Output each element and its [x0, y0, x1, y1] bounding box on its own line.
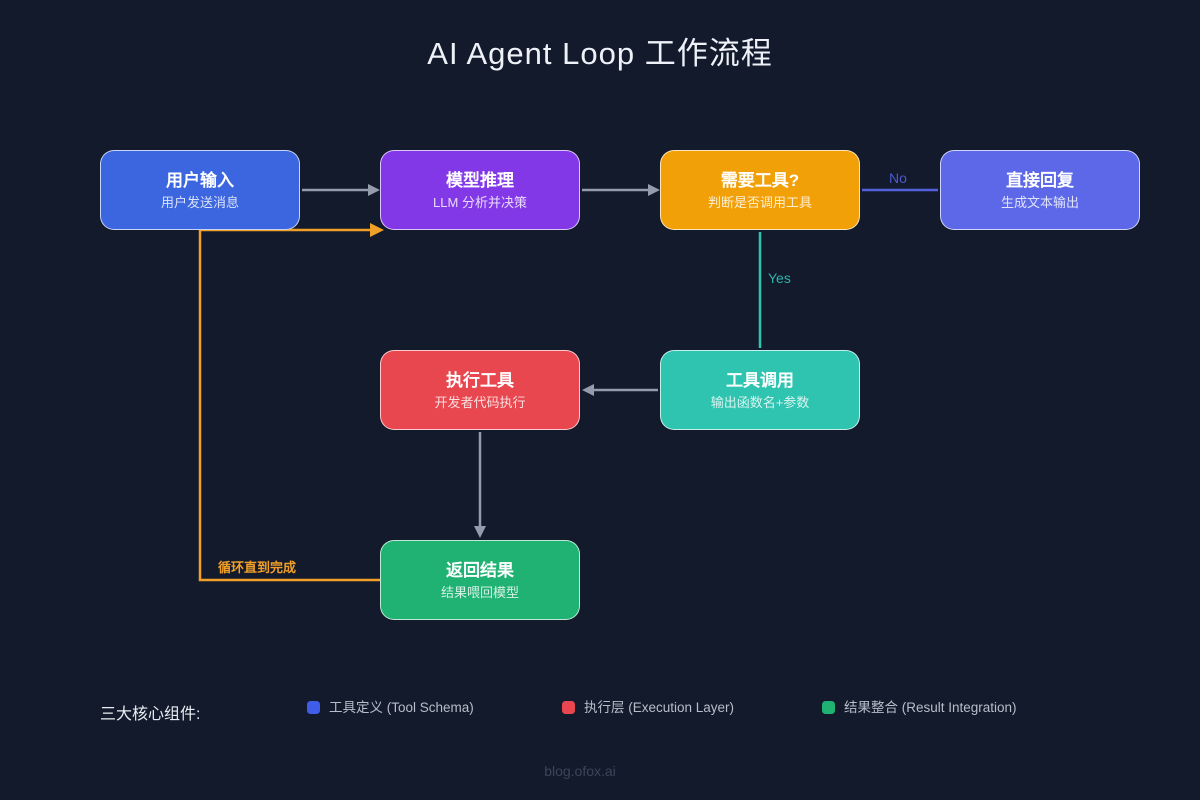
edge-tool-call-to-execute: [582, 384, 658, 396]
node-title: 直接回复: [1006, 170, 1074, 190]
node-title: 工具调用: [726, 370, 794, 390]
node-tool-call: 工具调用 输出函数名+参数: [660, 350, 860, 430]
node-direct-reply: 直接回复 生成文本输出: [940, 150, 1140, 230]
node-subtitle: 生成文本输出: [1000, 194, 1079, 210]
node-title: 模型推理: [446, 170, 514, 190]
legend-item-label: 结果整合 (Result Integration): [844, 700, 1017, 715]
legend-item-execution-layer: 执行层 (Execution Layer): [562, 701, 734, 715]
edge-label-loop: 循环直到完成: [218, 560, 297, 575]
edge-execute-to-return: [474, 432, 486, 538]
node-subtitle: LLM 分析并决策: [433, 194, 527, 210]
node-subtitle: 用户发送消息: [160, 194, 239, 210]
node-need-tool-decision: 需要工具? 判断是否调用工具: [660, 150, 860, 230]
legend-swatch-green-icon: [822, 701, 835, 715]
legend-item-label: 工具定义 (Tool Schema): [329, 700, 474, 715]
node-title: 需要工具?: [720, 170, 800, 190]
legend-swatch-red-icon: [562, 701, 575, 715]
legend-heading: 三大核心组件:: [100, 706, 201, 723]
legend-swatch-blue-icon: [307, 701, 320, 715]
node-title: 用户输入: [166, 170, 234, 190]
node-model-reasoning: 模型推理 LLM 分析并决策: [380, 150, 580, 230]
node-execute-tool: 执行工具 开发者代码执行: [380, 350, 580, 430]
footer-watermark: blog.ofox.ai: [544, 763, 616, 779]
edge-label-yes: Yes: [768, 270, 791, 286]
arrowhead-down-icon: [474, 526, 486, 538]
node-subtitle: 输出函数名+参数: [710, 394, 810, 410]
edge-user-input-to-model: [302, 184, 380, 196]
node-title: 返回结果: [446, 560, 514, 580]
legend-item-result-integration: 结果整合 (Result Integration): [822, 701, 1017, 715]
node-subtitle: 开发者代码执行: [434, 394, 526, 410]
legend-item-tool-schema: 工具定义 (Tool Schema): [307, 701, 474, 715]
legend-item-label: 执行层 (Execution Layer): [584, 700, 735, 715]
node-return-result: 返回结果 结果喂回模型: [380, 540, 580, 620]
arrowhead-right-icon: [368, 184, 380, 196]
edge-loop-return-to-model: [198, 223, 384, 582]
page-title: AI Agent Loop 工作流程: [427, 36, 773, 71]
node-subtitle: 结果喂回模型: [440, 584, 519, 600]
edge-model-to-need-tool: [582, 184, 660, 196]
node-subtitle: 判断是否调用工具: [707, 194, 812, 210]
node-user-input: 用户输入 用户发送消息: [100, 150, 300, 230]
edge-label-no: No: [889, 170, 907, 186]
arrowhead-right-icon: [648, 184, 660, 196]
arrowhead-left-icon: [582, 384, 594, 396]
node-title: 执行工具: [446, 370, 514, 390]
arrowhead-right-icon: [370, 223, 384, 237]
